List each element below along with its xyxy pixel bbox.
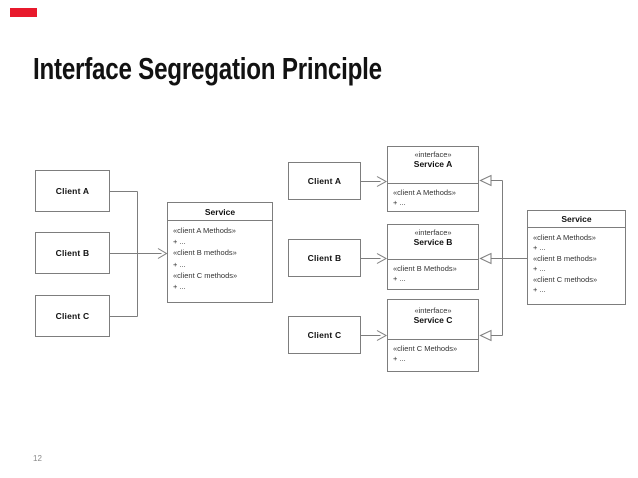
method-line: + ...: [173, 237, 186, 247]
left-service-box: Service «client A Methods» + ... «client…: [167, 202, 273, 303]
open-arrowhead-icon: [376, 330, 388, 341]
method-line: + ...: [173, 282, 186, 292]
method-line: «client C methods»: [533, 274, 598, 284]
right-client-b-box: Client B: [288, 239, 361, 277]
method-list: «client A Methods» + ... «client B metho…: [168, 221, 272, 292]
client-label: Client A: [307, 176, 342, 186]
interface-name: Service B: [413, 236, 453, 247]
method-list: «client B Methods» + ...: [388, 260, 478, 285]
method-line: + ...: [393, 274, 406, 284]
page-title: Interface Segregation Principle: [33, 51, 382, 86]
left-client-b-box: Client B: [35, 232, 110, 274]
interface-header: «interface» Service C: [388, 300, 478, 340]
method-line: + ...: [533, 243, 546, 253]
method-line: + ...: [533, 285, 546, 295]
left-client-a-box: Client A: [35, 170, 110, 212]
method-line: + ...: [393, 198, 406, 208]
method-line: + ...: [533, 264, 546, 274]
method-line: «client B methods»: [533, 253, 597, 263]
page-number: 12: [33, 454, 42, 463]
method-line: «client B methods»: [173, 248, 237, 258]
method-line: «client B Methods»: [393, 264, 457, 273]
hollow-triangle-icon: [479, 174, 492, 187]
method-line: + ...: [173, 259, 186, 269]
client-label: Client B: [307, 253, 342, 263]
right-service-box: Service «client A Methods» + ... «client…: [527, 210, 626, 305]
left-association-lines: [110, 191, 168, 317]
open-arrowhead-icon: [157, 248, 168, 259]
class-name: Service: [168, 203, 272, 221]
method-line: «client A Methods»: [533, 233, 596, 242]
accent-bar: [10, 8, 37, 17]
method-line: + ...: [393, 354, 406, 364]
interface-name: Service C: [413, 314, 453, 325]
realization-lines: [479, 174, 527, 342]
client-label: Client B: [55, 248, 90, 258]
interface-header: «interface» Service B: [388, 225, 478, 260]
interface-service-c-box: «interface» Service C «client C Methods»…: [387, 299, 479, 372]
stereotype-label: «interface»: [414, 150, 452, 159]
open-arrowhead-icon: [376, 176, 388, 187]
method-line: «client C methods»: [173, 270, 238, 280]
hollow-triangle-icon: [479, 252, 492, 265]
method-list: «client C Methods» + ...: [388, 340, 478, 365]
method-list: «client A Methods» + ... «client B metho…: [528, 228, 625, 295]
method-list: «client A Methods» + ...: [388, 184, 478, 209]
class-name: Service: [528, 211, 625, 228]
client-label: Client C: [307, 330, 342, 340]
stereotype-label: «interface»: [414, 306, 452, 315]
interface-header: «interface» Service A: [388, 147, 478, 184]
interface-service-a-box: «interface» Service A «client A Methods»…: [387, 146, 479, 212]
client-label: Client C: [55, 311, 90, 321]
open-arrowhead-icon: [376, 253, 388, 264]
client-label: Client A: [55, 186, 90, 196]
left-client-c-box: Client C: [35, 295, 110, 337]
method-line: «client A Methods»: [173, 226, 236, 235]
interface-service-b-box: «interface» Service B «client B Methods»…: [387, 224, 479, 290]
method-line: «client C Methods»: [393, 344, 458, 353]
method-line: «client A Methods»: [393, 188, 456, 197]
right-client-c-box: Client C: [288, 316, 361, 354]
right-association-lines: [361, 176, 388, 341]
hollow-triangle-icon: [479, 329, 492, 342]
interface-name: Service A: [413, 158, 453, 169]
right-client-a-box: Client A: [288, 162, 361, 200]
stereotype-label: «interface»: [414, 228, 452, 237]
